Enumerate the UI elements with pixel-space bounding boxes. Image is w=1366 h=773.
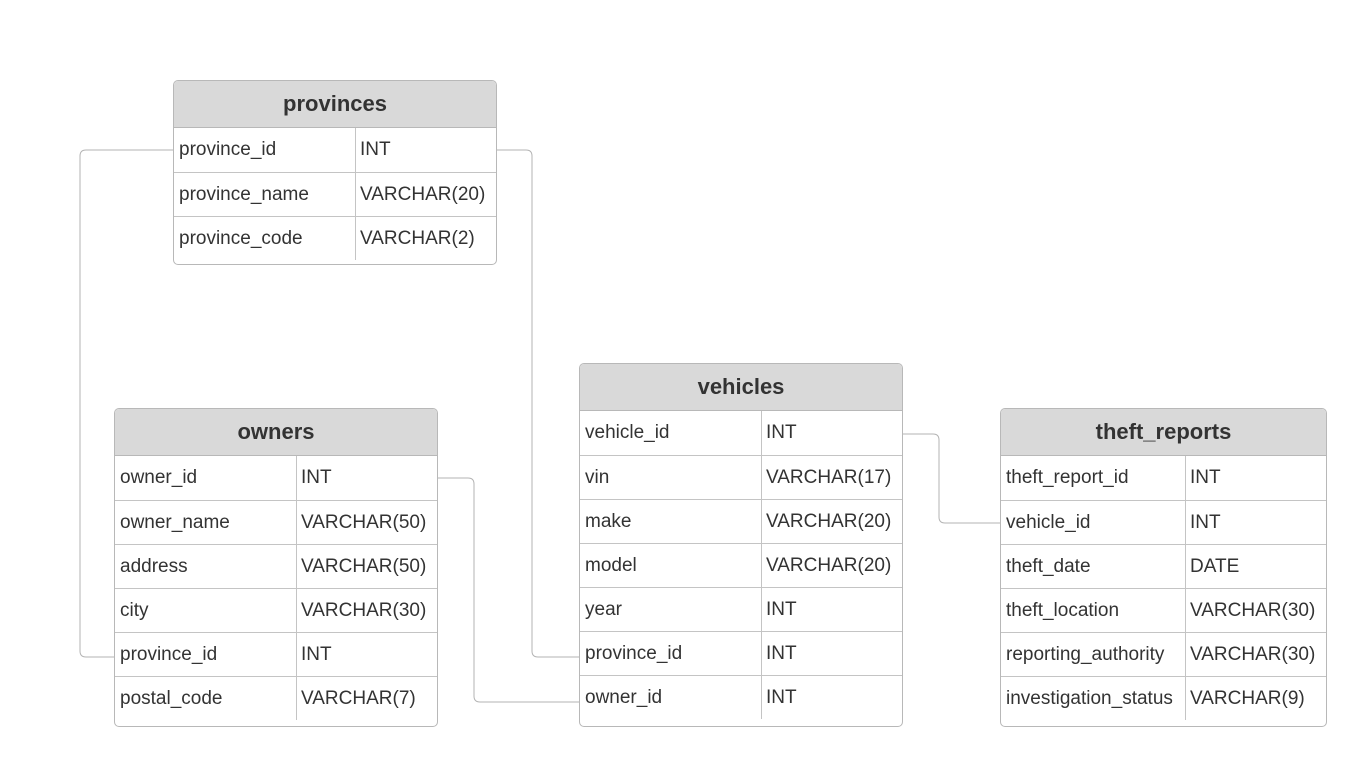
table-row[interactable]: theft_date DATE [1001,544,1326,588]
column-name: province_name [174,173,356,216]
connector-provinces-province-id-to-vehicles-province-id [496,149,580,658]
column-name: owner_name [115,501,297,544]
table-row[interactable]: theft_report_id INT [1001,456,1326,500]
column-type: INT [1190,512,1221,533]
column-type: VARCHAR(20) [766,555,892,576]
table-theft-reports[interactable]: theft_reports theft_report_id INT vehicl… [1000,408,1327,727]
column-type: INT [301,467,332,488]
column-type: DATE [1190,556,1240,577]
table-row[interactable]: owner_id INT [115,456,437,500]
table-row[interactable]: province_id INT [174,128,496,172]
column-name: postal_code [115,677,297,720]
table-row[interactable]: year INT [580,587,902,631]
column-type: INT [301,644,332,665]
column-name: owner_id [115,456,297,500]
table-row[interactable]: model VARCHAR(20) [580,543,902,587]
column-type: INT [766,643,797,664]
table-vehicles[interactable]: vehicles vehicle_id INT vin VARCHAR(17) … [579,363,903,727]
table-row[interactable]: province_code VARCHAR(2) [174,216,496,260]
column-type: VARCHAR(30) [1190,600,1316,621]
column-name: city [115,589,297,632]
column-name: theft_date [1001,545,1186,588]
table-row[interactable]: city VARCHAR(30) [115,588,437,632]
column-type: VARCHAR(50) [301,556,427,577]
table-columns: theft_report_id INT vehicle_id INT theft… [1001,456,1326,720]
table-title: provinces [174,81,496,128]
column-type: VARCHAR(20) [360,184,486,205]
table-row[interactable]: investigation_status VARCHAR(9) [1001,676,1326,720]
column-name: model [580,544,762,587]
table-columns: vehicle_id INT vin VARCHAR(17) make VARC… [580,411,902,719]
column-name: vehicle_id [580,411,762,455]
table-row[interactable]: postal_code VARCHAR(7) [115,676,437,720]
column-name: address [115,545,297,588]
table-row[interactable]: make VARCHAR(20) [580,499,902,543]
column-type: VARCHAR(17) [766,467,892,488]
column-name: investigation_status [1001,677,1186,720]
table-owners[interactable]: owners owner_id INT owner_name VARCHAR(5… [114,408,438,727]
column-name: province_id [115,633,297,676]
column-type: INT [1190,467,1221,488]
table-row[interactable]: province_name VARCHAR(20) [174,172,496,216]
table-row[interactable]: address VARCHAR(50) [115,544,437,588]
table-title: vehicles [580,364,902,411]
column-type: VARCHAR(7) [301,688,416,709]
table-row[interactable]: province_id INT [580,631,902,675]
column-type: VARCHAR(9) [1190,688,1305,709]
column-name: reporting_authority [1001,633,1186,676]
column-name: owner_id [580,676,762,719]
table-row[interactable]: reporting_authority VARCHAR(30) [1001,632,1326,676]
connector-vehicles-vehicle-id-to-theft-reports-vehicle-id [902,433,1000,524]
column-type: INT [766,599,797,620]
column-name: make [580,500,762,543]
column-type: INT [766,687,797,708]
column-type: VARCHAR(20) [766,511,892,532]
table-row[interactable]: vehicle_id INT [580,411,902,455]
table-row[interactable]: vin VARCHAR(17) [580,455,902,499]
table-provinces[interactable]: provinces province_id INT province_name … [173,80,497,265]
table-row[interactable]: owner_id INT [580,675,902,719]
table-title: theft_reports [1001,409,1326,456]
column-type: VARCHAR(30) [301,600,427,621]
table-title: owners [115,409,437,456]
column-type: VARCHAR(30) [1190,644,1316,665]
table-columns: province_id INT province_name VARCHAR(20… [174,128,496,260]
column-name: province_id [580,632,762,675]
table-columns: owner_id INT owner_name VARCHAR(50) addr… [115,456,437,720]
table-row[interactable]: theft_location VARCHAR(30) [1001,588,1326,632]
column-type: VARCHAR(50) [301,512,427,533]
column-name: theft_report_id [1001,456,1186,500]
column-type: VARCHAR(2) [360,228,475,249]
column-type: INT [360,139,391,160]
column-name: province_code [174,217,356,260]
connector-provinces-province-id-to-owners-province-id [79,149,173,658]
table-row[interactable]: province_id INT [115,632,437,676]
column-name: year [580,588,762,631]
column-type: INT [766,422,797,443]
column-name: vin [580,456,762,499]
table-row[interactable]: owner_name VARCHAR(50) [115,500,437,544]
column-name: vehicle_id [1001,501,1186,544]
column-name: province_id [174,128,356,172]
connector-owners-owner-id-to-vehicles-owner-id [437,477,580,703]
table-row[interactable]: vehicle_id INT [1001,500,1326,544]
column-name: theft_location [1001,589,1186,632]
